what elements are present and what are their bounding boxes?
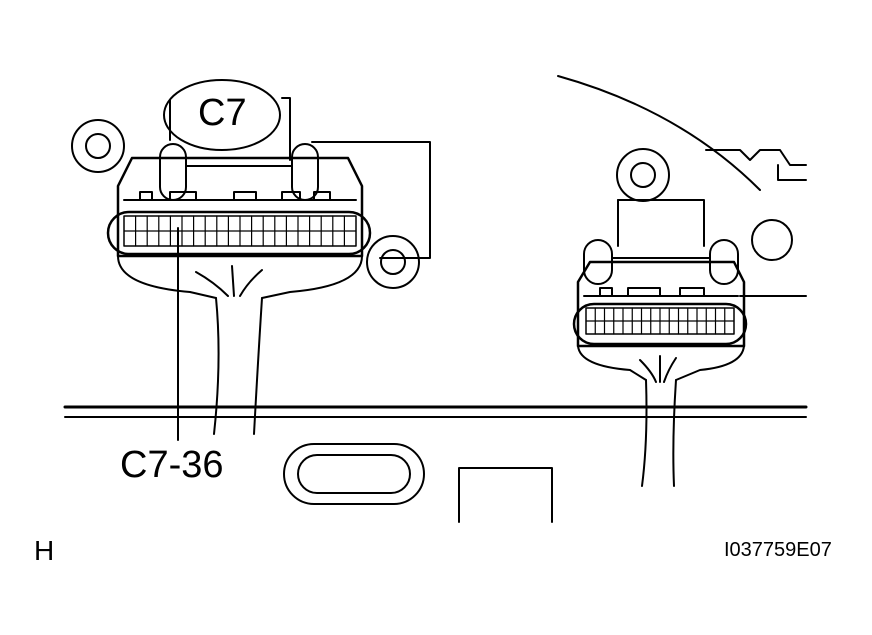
terminal-callout-label: C7-36 [120,444,224,486]
corner-letter: H [34,535,55,566]
panel-cutouts [283,443,553,523]
left-connector [106,79,431,435]
panel-lines [63,75,808,418]
figure-id: I037759E07 [724,539,832,561]
right-connector [572,199,748,487]
connector-label: C7 [198,92,247,134]
connector-label-bubble [163,79,281,151]
